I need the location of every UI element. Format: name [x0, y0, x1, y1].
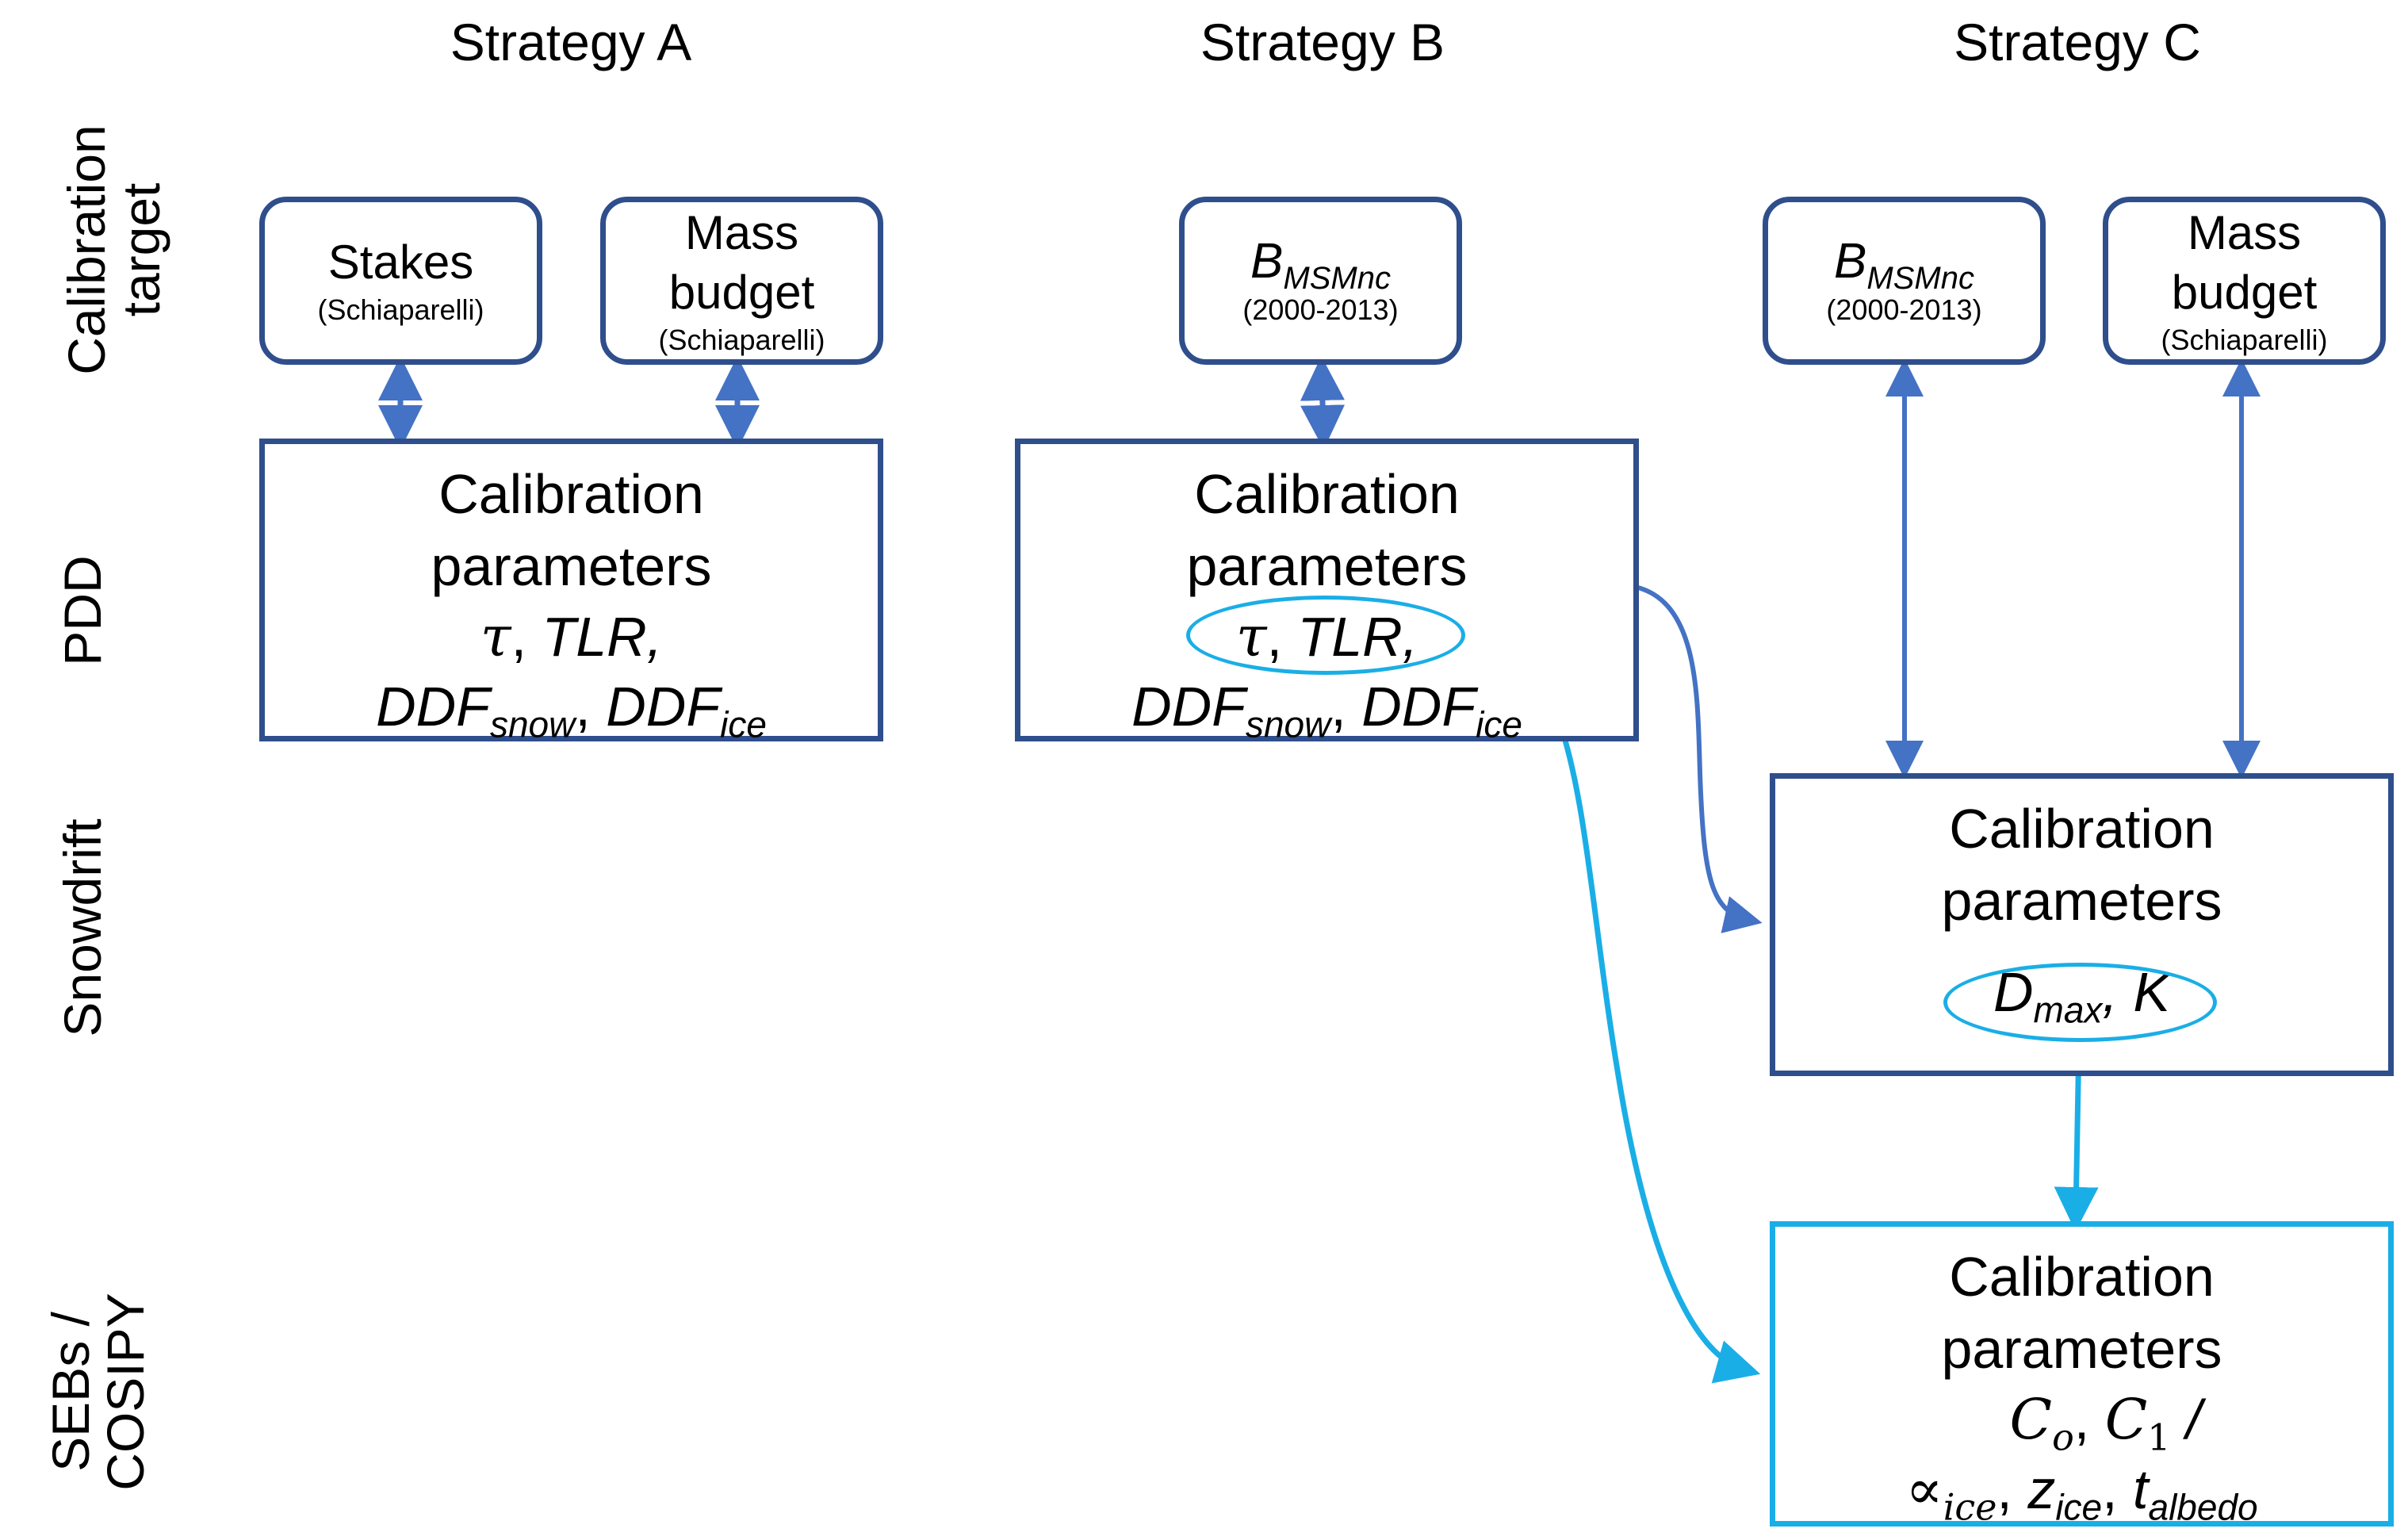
row-label-pdd: PDD: [53, 555, 112, 666]
row-label-target-line1: Calibration: [57, 125, 116, 375]
link-bmsmnc-pdd-b: [1300, 356, 1346, 450]
snowdrift-title-line2: parameters: [1941, 870, 2222, 932]
snowdrift-params-box: Calibration parameters Dmax, K: [1770, 773, 2394, 1076]
pdd-a-title-line1: Calibration: [438, 463, 704, 525]
target-mass-budget-c: Mass budget (Schiaparelli): [2103, 197, 2386, 365]
target-bmsmnc-c-symbol: BMSMnc: [1834, 234, 1974, 297]
target-stakes-source: (Schiaparelli): [317, 293, 484, 327]
target-bmsmnc-c-period: (2000-2013): [1826, 293, 1982, 326]
pdd-b-title-line2: parameters: [1186, 535, 1468, 597]
seb-title-line1: Calibration: [1949, 1246, 2215, 1308]
row-label-seb-line2: COSIPY: [96, 1293, 155, 1491]
snowdrift-title-line1: Calibration: [1949, 798, 2215, 860]
pdd-b-params-line1: τ, TLR,: [1235, 604, 1418, 669]
seb-title-line2: parameters: [1941, 1318, 2222, 1380]
target-mass-budget-a-line1: Mass: [684, 205, 799, 259]
snowdrift-params: Dmax, K: [1993, 961, 2171, 1031]
strategy-a-header: Strategy A: [450, 13, 692, 71]
row-label-snowdrift: Snowdrift: [53, 818, 112, 1037]
target-bmsmnc-b-period: (2000-2013): [1242, 293, 1399, 326]
target-mass-budget-c-source: (Schiaparelli): [2161, 323, 2328, 356]
pdd-a-title-line2: parameters: [431, 535, 712, 597]
row-label-target-line2: target: [112, 182, 171, 317]
pdd-b-title-line1: Calibration: [1194, 463, 1460, 525]
seb-params-line1: Co, C1 /: [2009, 1387, 2202, 1459]
target-mass-budget-a: Mass budget (Schiaparelli): [600, 197, 883, 365]
row-label-seb-line1: SEBs /: [41, 1312, 100, 1472]
target-mass-budget-c-line1: Mass: [2187, 205, 2302, 259]
row-label-seb-cosipy: SEBs / COSIPY: [41, 1265, 163, 1519]
link-pdd-b-to-snowdrift: [1634, 584, 1763, 933]
target-bmsmnc-b: BMSMnc (2000-2013): [1179, 197, 1462, 365]
target-bmsmnc-c: BMSMnc (2000-2013): [1763, 197, 2046, 365]
pdd-params-box-a: Calibration parameters τ, TLR, DDFsnow, …: [259, 439, 883, 745]
target-mass-budget-c-line2: budget: [2171, 265, 2318, 319]
strategy-b-header: Strategy B: [1200, 13, 1445, 71]
target-bmsmnc-b-symbol: BMSMnc: [1250, 234, 1391, 297]
strategy-c-header: Strategy C: [1954, 13, 2201, 71]
target-mass-budget-a-source: (Schiaparelli): [658, 323, 825, 356]
pdd-b-params-line2: DDFsnow, DDFice: [1131, 675, 1522, 745]
seb-params-box: Calibration parameters Co, C1 / ∝ice, zi…: [1770, 1221, 2394, 1527]
target-stakes-title: Stakes: [327, 236, 474, 289]
row-label-calibration-target: Calibration target: [57, 83, 178, 416]
pdd-params-box-b: Calibration parameters τ, TLR, DDFsnow, …: [1015, 439, 1639, 745]
target-mass-budget-a-line2: budget: [668, 265, 815, 319]
pdd-a-params-line2: DDFsnow, DDFice: [376, 675, 767, 745]
target-stakes: Stakes (Schiaparelli): [259, 197, 542, 365]
seb-params-line2: ∝ice, zice, talbedo: [1905, 1456, 2258, 1529]
pdd-a-params-line1: τ, TLR,: [480, 604, 663, 669]
